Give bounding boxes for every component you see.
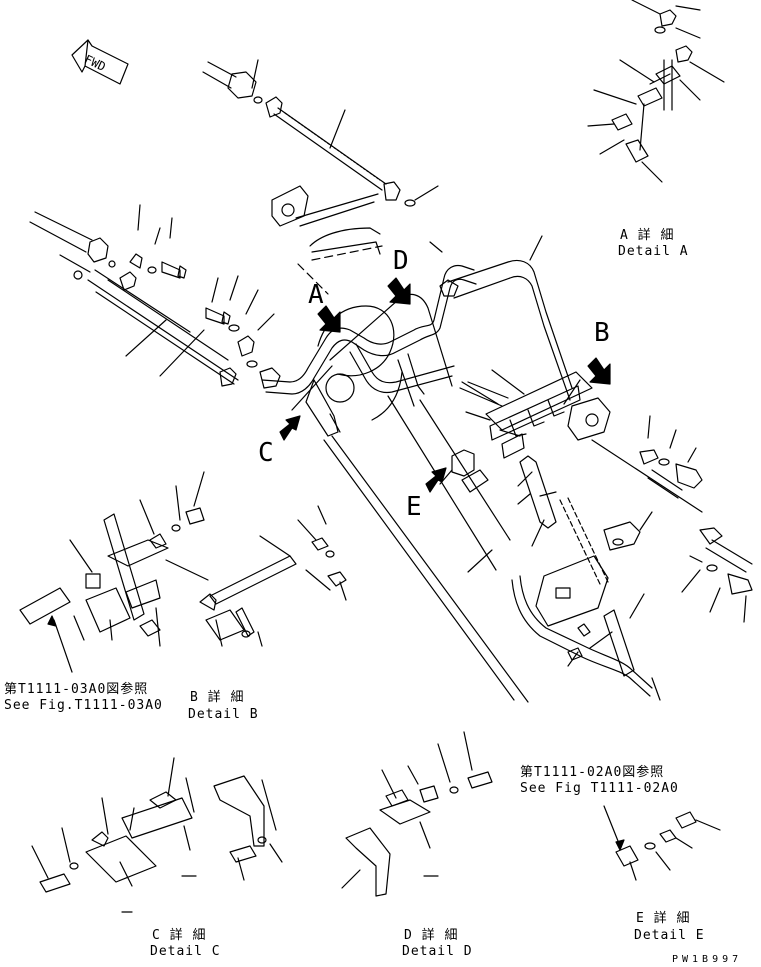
callout-e: E bbox=[406, 492, 422, 522]
lower-valve-hoses bbox=[440, 450, 660, 700]
callout-a: A bbox=[308, 280, 324, 310]
left-rod-assembly bbox=[30, 205, 280, 388]
detail-a-title-jp: A 詳 細 bbox=[620, 228, 675, 243]
detail-d-title-en: Detail D bbox=[402, 944, 473, 959]
detail-b-title-en: Detail B bbox=[188, 707, 259, 722]
detail-e-title-jp: E 詳 細 bbox=[636, 911, 691, 926]
detail-c-drawing bbox=[32, 758, 282, 912]
valve-block-b bbox=[462, 370, 702, 512]
ref-fig-02-jp: 第T1111-02A0図参照 bbox=[520, 765, 665, 780]
callout-arrows bbox=[280, 278, 610, 492]
detail-d-drawing bbox=[342, 732, 492, 896]
detail-e-title-en: Detail E bbox=[634, 928, 705, 943]
hydraulic-pipes bbox=[262, 236, 572, 400]
ref-fig-03-en: See Fig.T1111-03A0 bbox=[4, 698, 163, 713]
detail-a-drawing bbox=[588, 0, 724, 182]
detail-b-drawing bbox=[20, 472, 346, 672]
detail-a-title-en: Detail A bbox=[618, 244, 689, 259]
detail-d-title-jp: D 詳 細 bbox=[404, 928, 459, 943]
fwd-arrow-icon bbox=[72, 40, 128, 84]
ref-fig-03-jp: 第T1111-03A0図参照 bbox=[4, 682, 149, 697]
detail-b-title-jp: B 詳 細 bbox=[190, 690, 245, 705]
callout-c: C bbox=[258, 438, 274, 468]
detail-c-title-en: Detail C bbox=[150, 944, 221, 959]
callout-b: B bbox=[594, 318, 610, 348]
detail-e-drawing bbox=[604, 806, 720, 880]
detail-c-title-jp: C 詳 細 bbox=[152, 928, 207, 943]
fasteners-right bbox=[604, 416, 752, 622]
upper-rod-assembly bbox=[203, 60, 438, 206]
drawing-code: PW1B997 bbox=[672, 954, 743, 965]
callout-d: D bbox=[393, 246, 409, 276]
ref-fig-02-en: See Fig T1111-02A0 bbox=[520, 781, 679, 796]
